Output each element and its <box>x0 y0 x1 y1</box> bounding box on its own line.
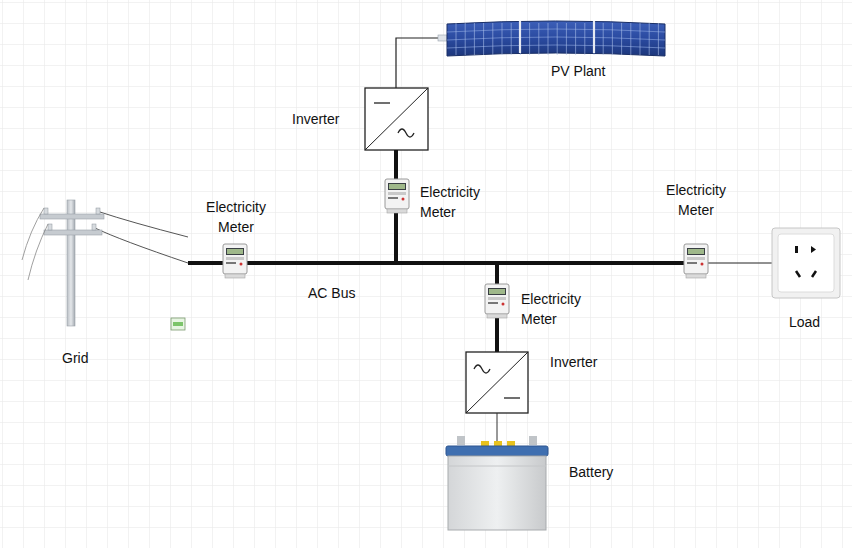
part-label: Electricity Meter <box>655 180 737 220</box>
cell-line <box>502 23 503 55</box>
part-label: PV Plant <box>551 61 605 81</box>
part-label: Grid <box>62 348 88 368</box>
cell-line <box>630 23 631 55</box>
part-label: Electricity Meter <box>195 197 277 237</box>
cell-line <box>566 23 567 55</box>
cell-line <box>511 23 512 55</box>
cell-line <box>603 23 604 55</box>
cell-line <box>612 23 613 55</box>
cell-line <box>474 23 475 55</box>
part-label: Inverter <box>292 109 339 129</box>
cell-line <box>548 23 549 55</box>
cell-line <box>649 23 650 55</box>
part-label: Electricity Meter <box>521 289 601 329</box>
bus-label: AC Bus <box>308 283 355 303</box>
part-label: Battery <box>569 462 613 482</box>
cell-line <box>465 23 466 55</box>
cell-line <box>621 23 622 55</box>
cell-line <box>575 23 576 55</box>
cell-line <box>456 23 457 55</box>
cell-line <box>529 23 530 55</box>
cell-line <box>538 23 539 55</box>
cell-line <box>557 23 558 55</box>
cell-line <box>483 23 484 55</box>
part-label: Electricity Meter <box>420 182 500 222</box>
part-label: Load <box>789 312 820 332</box>
cell-line <box>658 23 659 55</box>
cell-line <box>584 23 585 55</box>
cell-line <box>492 23 493 55</box>
cell-line <box>640 23 641 55</box>
part-label: Inverter <box>550 352 597 372</box>
